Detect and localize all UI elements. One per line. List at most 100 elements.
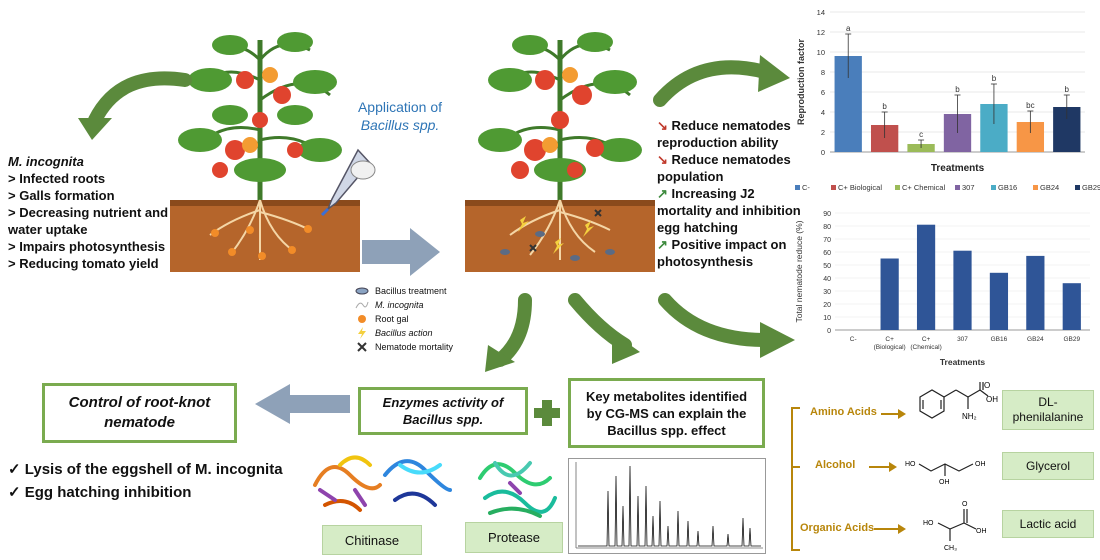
y-tick-label: 0 <box>821 148 825 157</box>
svg-text:O: O <box>984 381 990 390</box>
symptom-item: > Infected roots <box>8 171 106 186</box>
glycerol-structure: HO OH OH <box>905 461 986 486</box>
symptom-list: M. incognita > Infected roots > Galls fo… <box>8 153 178 272</box>
y-axis-label: Total nematode reduce (%) <box>794 220 804 322</box>
y-tick-label: 0 <box>827 328 831 335</box>
legend-label: GB24 <box>1040 183 1059 192</box>
x-axis-label: Treatments <box>931 163 985 174</box>
x-tick-label: GB16 <box>991 336 1008 343</box>
x-tick-label: GB29 <box>1063 336 1080 343</box>
effects-list: ↘ Reduce nematodes reproduction ability … <box>657 117 807 270</box>
legend-label: C+ Biological <box>838 183 882 192</box>
legend-swatch <box>831 185 836 190</box>
svg-text:OH: OH <box>986 395 998 404</box>
y-tick-label: 14 <box>817 8 825 17</box>
metabolite-class-organic-acids: Organic Acids <box>800 522 875 534</box>
significance-letter: b <box>882 102 887 111</box>
x-tick-label: C+ <box>885 336 894 343</box>
metabolite-tag-phenylalanine: DL-phenilalanine <box>1002 390 1094 430</box>
symptom-item: > Decreasing nutrient and water uptake <box>8 205 169 237</box>
x-tick-label: C+ <box>922 336 931 343</box>
legend-item: Root gal <box>355 312 453 326</box>
x-axis-label: Treatments <box>940 357 986 367</box>
bar <box>953 250 972 330</box>
legend-swatch <box>1033 185 1038 190</box>
control-box: Control of root-knot nematode <box>42 383 237 443</box>
x-tick-label: 307 <box>957 336 968 343</box>
svg-text:O: O <box>962 501 968 508</box>
metabolites-box: Key metabolites identified by CG-MS can … <box>568 378 765 448</box>
legend-item: Bacillus treatment <box>355 284 453 298</box>
outcome-item: ✓ Lysis of the eggshell of M. incognita <box>8 461 283 478</box>
effect-item: ↘ Reduce nematodes population <box>657 152 791 184</box>
metabolite-tag-lactic-acid: Lactic acid <box>1002 510 1094 538</box>
gc-ms-chromatogram <box>568 458 766 554</box>
y-tick-label: 60 <box>823 250 831 257</box>
nematode-icon <box>355 301 369 309</box>
check-icon: ✓ <box>8 461 21 478</box>
effect-item: ↘ Reduce nematodes reproduction ability <box>657 118 791 150</box>
symptom-item: > Impairs photosynthesis <box>8 239 166 254</box>
significance-letter: b <box>955 85 960 94</box>
nematode-reduce-chart: 0102030405060708090C-C+(Biological)C+(Ch… <box>794 211 1090 367</box>
root-gall-icon <box>358 315 366 323</box>
metabolite-class-amino-acids: Amino Acids <box>810 406 877 418</box>
bar <box>1026 255 1045 330</box>
outcome-item: ✓ Egg hatching inhibition <box>8 484 192 501</box>
symptom-item: > Galls formation <box>8 188 115 203</box>
y-tick-label: 20 <box>823 302 831 309</box>
svg-text:OH: OH <box>975 461 986 468</box>
infected-plant-illustration <box>170 32 360 272</box>
y-tick-label: 8 <box>821 68 825 77</box>
y-tick-label: 4 <box>821 108 825 117</box>
species-name: M. incognita <box>8 154 84 169</box>
y-tick-label: 90 <box>823 211 831 218</box>
significance-letter: bc <box>1026 101 1034 110</box>
pipette-icon <box>320 148 376 217</box>
effect-item: ↗ Increasing J2 mortality and inhibition… <box>657 186 801 235</box>
svg-text:CH₃: CH₃ <box>944 545 957 552</box>
y-tick-label: 80 <box>823 224 831 231</box>
svg-text:OH: OH <box>976 528 987 535</box>
significance-letter: c <box>919 130 923 139</box>
bar <box>989 272 1009 330</box>
svg-text:HO: HO <box>923 520 934 527</box>
x-tick-label: C- <box>850 336 857 343</box>
lightning-icon <box>358 327 366 339</box>
treated-plant-illustration <box>465 32 655 272</box>
protease-structure-image <box>478 461 557 518</box>
y-tick-label: 10 <box>823 315 831 322</box>
svg-text:NH₂: NH₂ <box>962 412 977 421</box>
metabolite-class-alcohol: Alcohol <box>815 459 856 471</box>
svg-text:HO: HO <box>905 461 916 468</box>
effect-item: ↗ Positive impact on photosynthesis <box>657 237 787 269</box>
metabolite-tag-glycerol: Glycerol <box>1002 452 1094 480</box>
enzyme-tag-protease: Protease <box>465 522 563 553</box>
enzymes-box: Enzymes activity of Bacillus spp. <box>358 387 528 435</box>
legend-swatch <box>955 185 960 190</box>
y-tick-label: 10 <box>817 48 825 57</box>
lactic-acid-structure: O OH HO CH₃ <box>923 501 987 552</box>
metabolite-connectors <box>791 407 906 551</box>
svg-text:OH: OH <box>939 479 950 486</box>
y-tick-label: 30 <box>823 289 831 296</box>
legend-swatch <box>795 185 800 190</box>
significance-letter: b <box>992 74 997 83</box>
bar <box>880 258 899 330</box>
legend-label: C+ Chemical <box>902 183 945 192</box>
cross-icon <box>357 342 367 352</box>
phenylalanine-structure: O OH NH₂ <box>919 381 998 421</box>
application-label: Application of Bacillus spp. <box>357 99 443 133</box>
y-tick-label: 2 <box>821 128 825 137</box>
legend-label: GB29 <box>1082 183 1100 192</box>
y-tick-label: 70 <box>823 237 831 244</box>
y-tick-label: 50 <box>823 263 831 270</box>
enzyme-tag-chitinase: Chitinase <box>322 525 422 555</box>
x-tick-label: (Chemical) <box>910 344 941 351</box>
bar <box>1062 283 1081 330</box>
significance-letter: a <box>846 24 851 33</box>
x-tick-label: GB24 <box>1027 336 1044 343</box>
bar <box>916 224 936 330</box>
y-axis-label: Reproduction factor <box>796 39 806 125</box>
